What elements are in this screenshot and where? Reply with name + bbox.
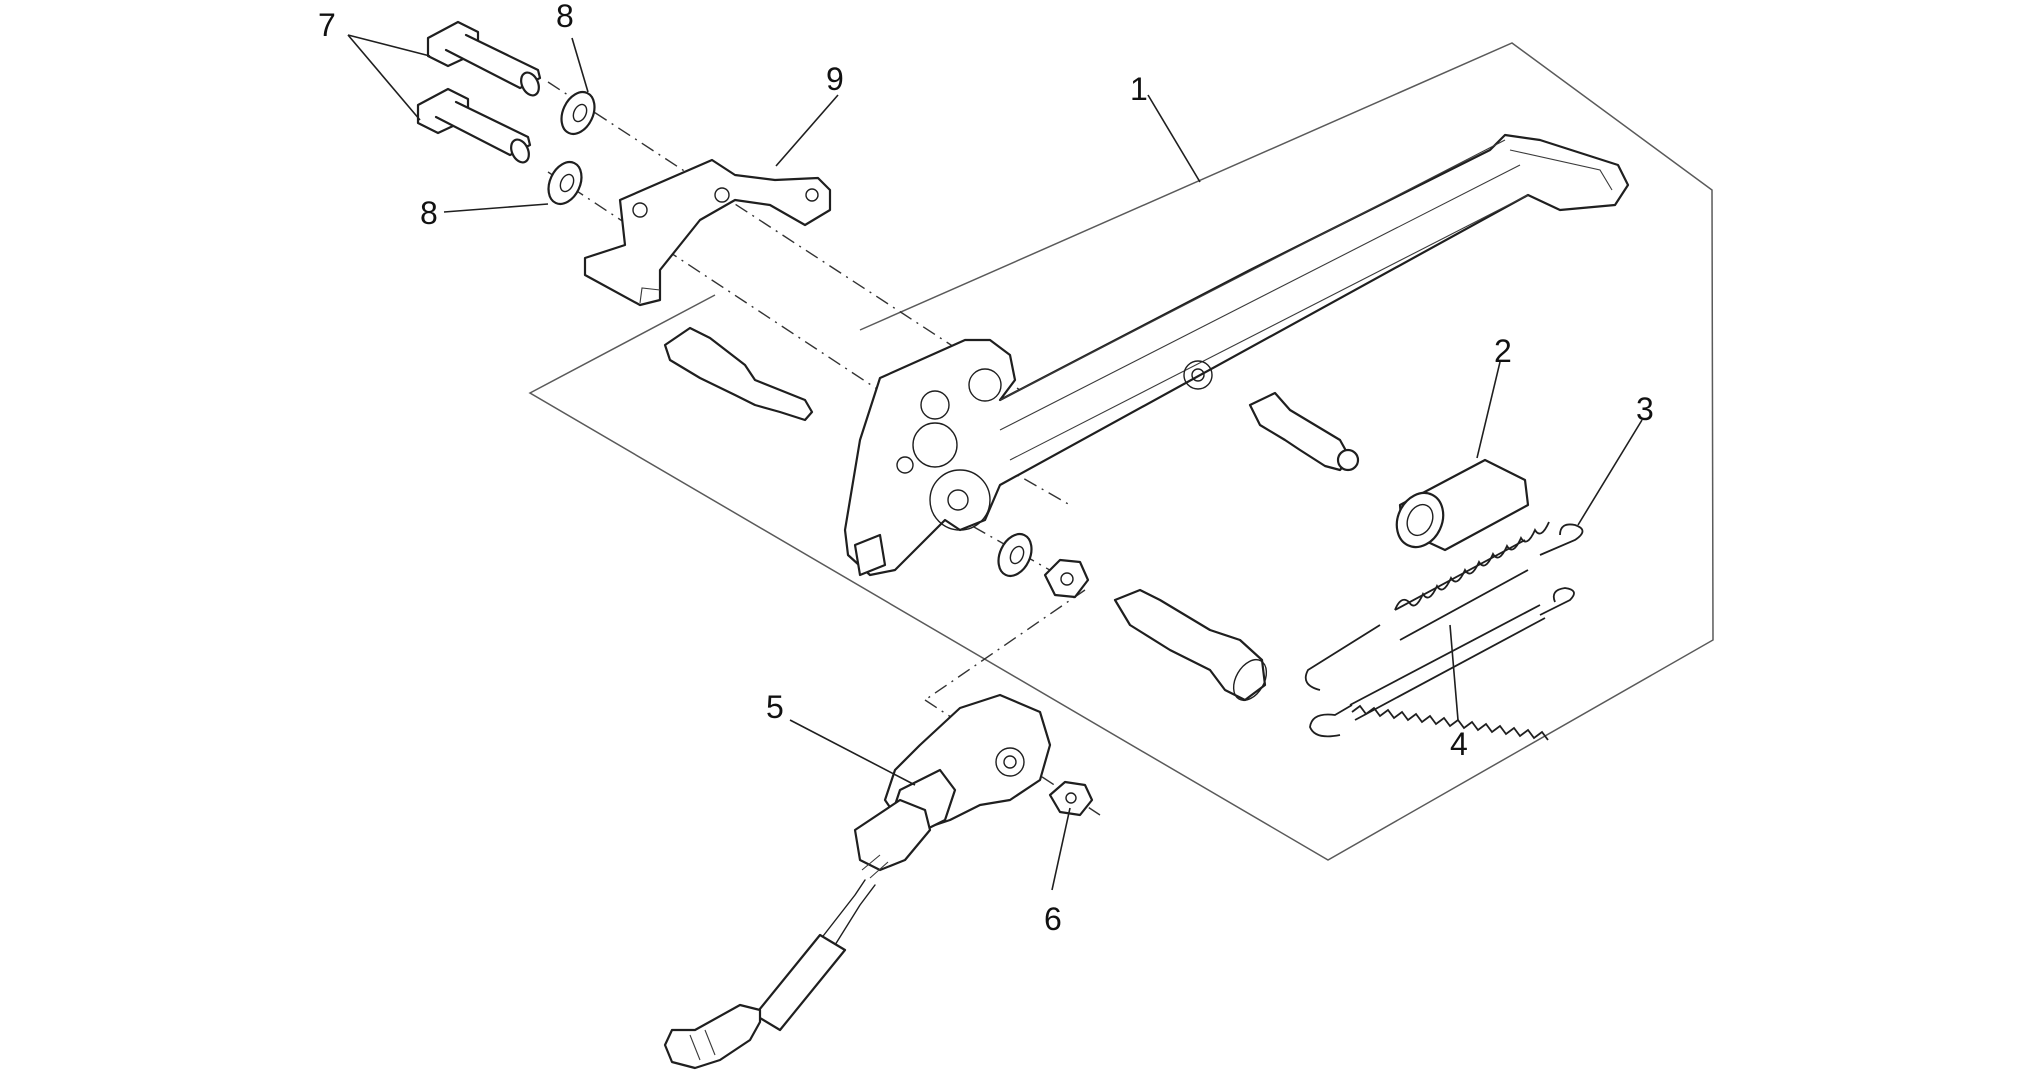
- callout-8-lower: 8: [420, 195, 438, 231]
- callout-7: 7: [318, 7, 336, 43]
- side-stand-switch: [663, 693, 1052, 1070]
- pivot-pin: [663, 326, 814, 422]
- callout-1: 1: [1130, 71, 1148, 107]
- bolt-lower: [416, 87, 532, 164]
- stand-nut: [1043, 558, 1090, 599]
- callout-6: 6: [1044, 901, 1062, 937]
- spring-pin: [1248, 391, 1360, 472]
- callout-4: 4: [1450, 726, 1468, 762]
- callout-8-upper: 8: [556, 0, 574, 34]
- callout-2: 2: [1494, 333, 1512, 369]
- spring-long: [1309, 587, 1575, 741]
- spring-large: [1304, 521, 1584, 691]
- washer-lower: [547, 160, 583, 206]
- side-stand: [843, 133, 1630, 577]
- stand-washer: [997, 532, 1033, 578]
- bolt-upper: [426, 20, 542, 97]
- callout-3: 3: [1636, 391, 1654, 427]
- switch-nut: [1048, 780, 1094, 817]
- shoulder-bolt: [1113, 588, 1268, 702]
- callout-9: 9: [826, 61, 844, 97]
- washer-upper: [560, 90, 596, 136]
- callout-5: 5: [766, 689, 784, 725]
- leader-lines: [347, 34, 1643, 891]
- sleeve: [1395, 458, 1530, 552]
- mounting-bracket: [583, 158, 832, 307]
- assembly-frame: [528, 42, 1714, 861]
